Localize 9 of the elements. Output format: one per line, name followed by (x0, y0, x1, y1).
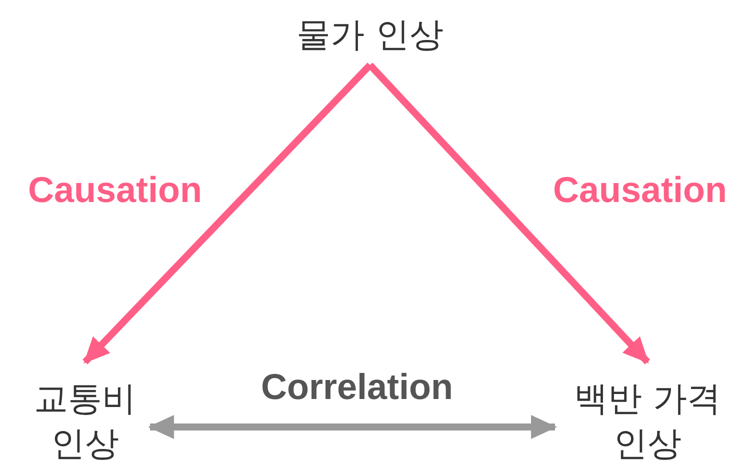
concept-label: 교통비 인상 (33, 378, 137, 466)
edge-label: Causation (552, 169, 728, 211)
arrow (82, 62, 373, 364)
arrow (148, 415, 557, 439)
edge-label: Correlation (260, 366, 454, 408)
concept-label: 백반 가격 인상 (573, 378, 722, 466)
arrow (367, 62, 650, 364)
concept-label: 물가 인상 (296, 14, 444, 57)
edge-label: Causation (28, 169, 202, 211)
